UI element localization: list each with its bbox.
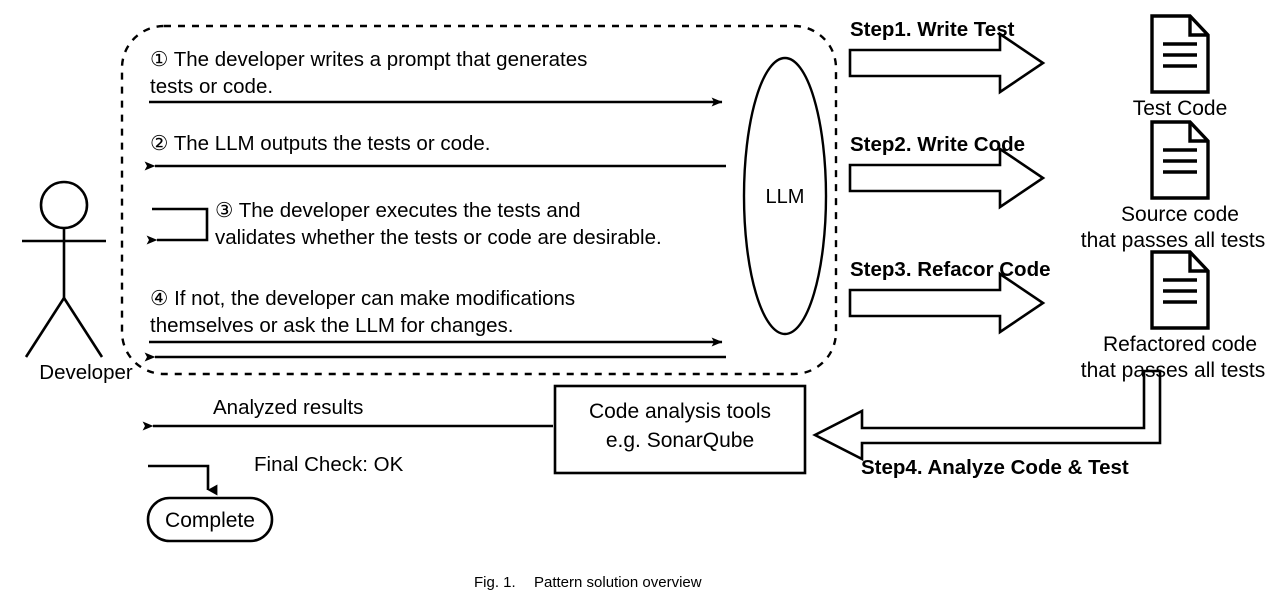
step-2-block-arrow [848, 146, 1046, 210]
complete-node-shape [146, 496, 274, 543]
step-1-block-arrow [848, 31, 1046, 95]
document-icon-refactored-code [1150, 250, 1210, 330]
developer-label: Developer [39, 361, 133, 384]
arrow-message-3-selfloop [146, 207, 209, 245]
document-icon-test-code [1150, 14, 1210, 94]
step-1-label: Step1. Write Test [850, 18, 1015, 41]
artifact-2-caption-line-2: that passes all tests [1080, 229, 1266, 252]
message-4-line-1: ④ If not, the developer can make modific… [150, 287, 576, 310]
figure-caption-text: Pattern solution overview [534, 574, 702, 591]
analyzed-results-label: Analyzed results [213, 396, 364, 419]
message-2-line-1: ② The LLM outputs the tests or code. [150, 132, 491, 155]
developer-actor-icon [22, 180, 106, 358]
figure-caption-label: Fig. 1. [474, 574, 516, 591]
message-1-line-2: tests or code. [150, 75, 274, 98]
interaction-boundary [120, 24, 838, 376]
step-2-label: Step2. Write Code [850, 133, 1026, 156]
step-3-block-arrow [848, 271, 1046, 335]
complete-node-label: Complete [165, 509, 255, 532]
step-4-label: Step4. Analyze Code & Test [861, 456, 1129, 479]
artifact-3-caption-line-1: Refactored code [1102, 333, 1258, 356]
artifact-1-caption-line-1: Test Code [1132, 97, 1228, 120]
llm-label: LLM [765, 186, 805, 208]
analysis-tool-box [553, 384, 807, 475]
analysis-tool-line-1: Code analysis tools [588, 400, 772, 423]
analysis-tool-line-2: e.g. SonarQube [605, 429, 755, 452]
document-icon-source-code [1150, 120, 1210, 200]
step-4-block-arrow [812, 369, 1162, 462]
step-3-label: Step3. Refacor Code [850, 258, 1051, 281]
artifact-2-caption-line-1: Source code [1121, 203, 1239, 226]
artifact-3-caption-line-2: that passes all tests [1080, 359, 1266, 382]
message-3-line-2: validates whether the tests or code are … [215, 226, 662, 249]
final-check-label: Final Check: OK [254, 453, 404, 476]
message-1-line-1: ① The developer writes a prompt that gen… [150, 48, 588, 71]
message-3-line-1: ③ The developer executes the tests and [215, 199, 581, 222]
arrow-final-check [148, 464, 218, 496]
llm-ellipse [742, 56, 828, 336]
message-4-line-2: themselves or ask the LLM for changes. [150, 314, 514, 337]
